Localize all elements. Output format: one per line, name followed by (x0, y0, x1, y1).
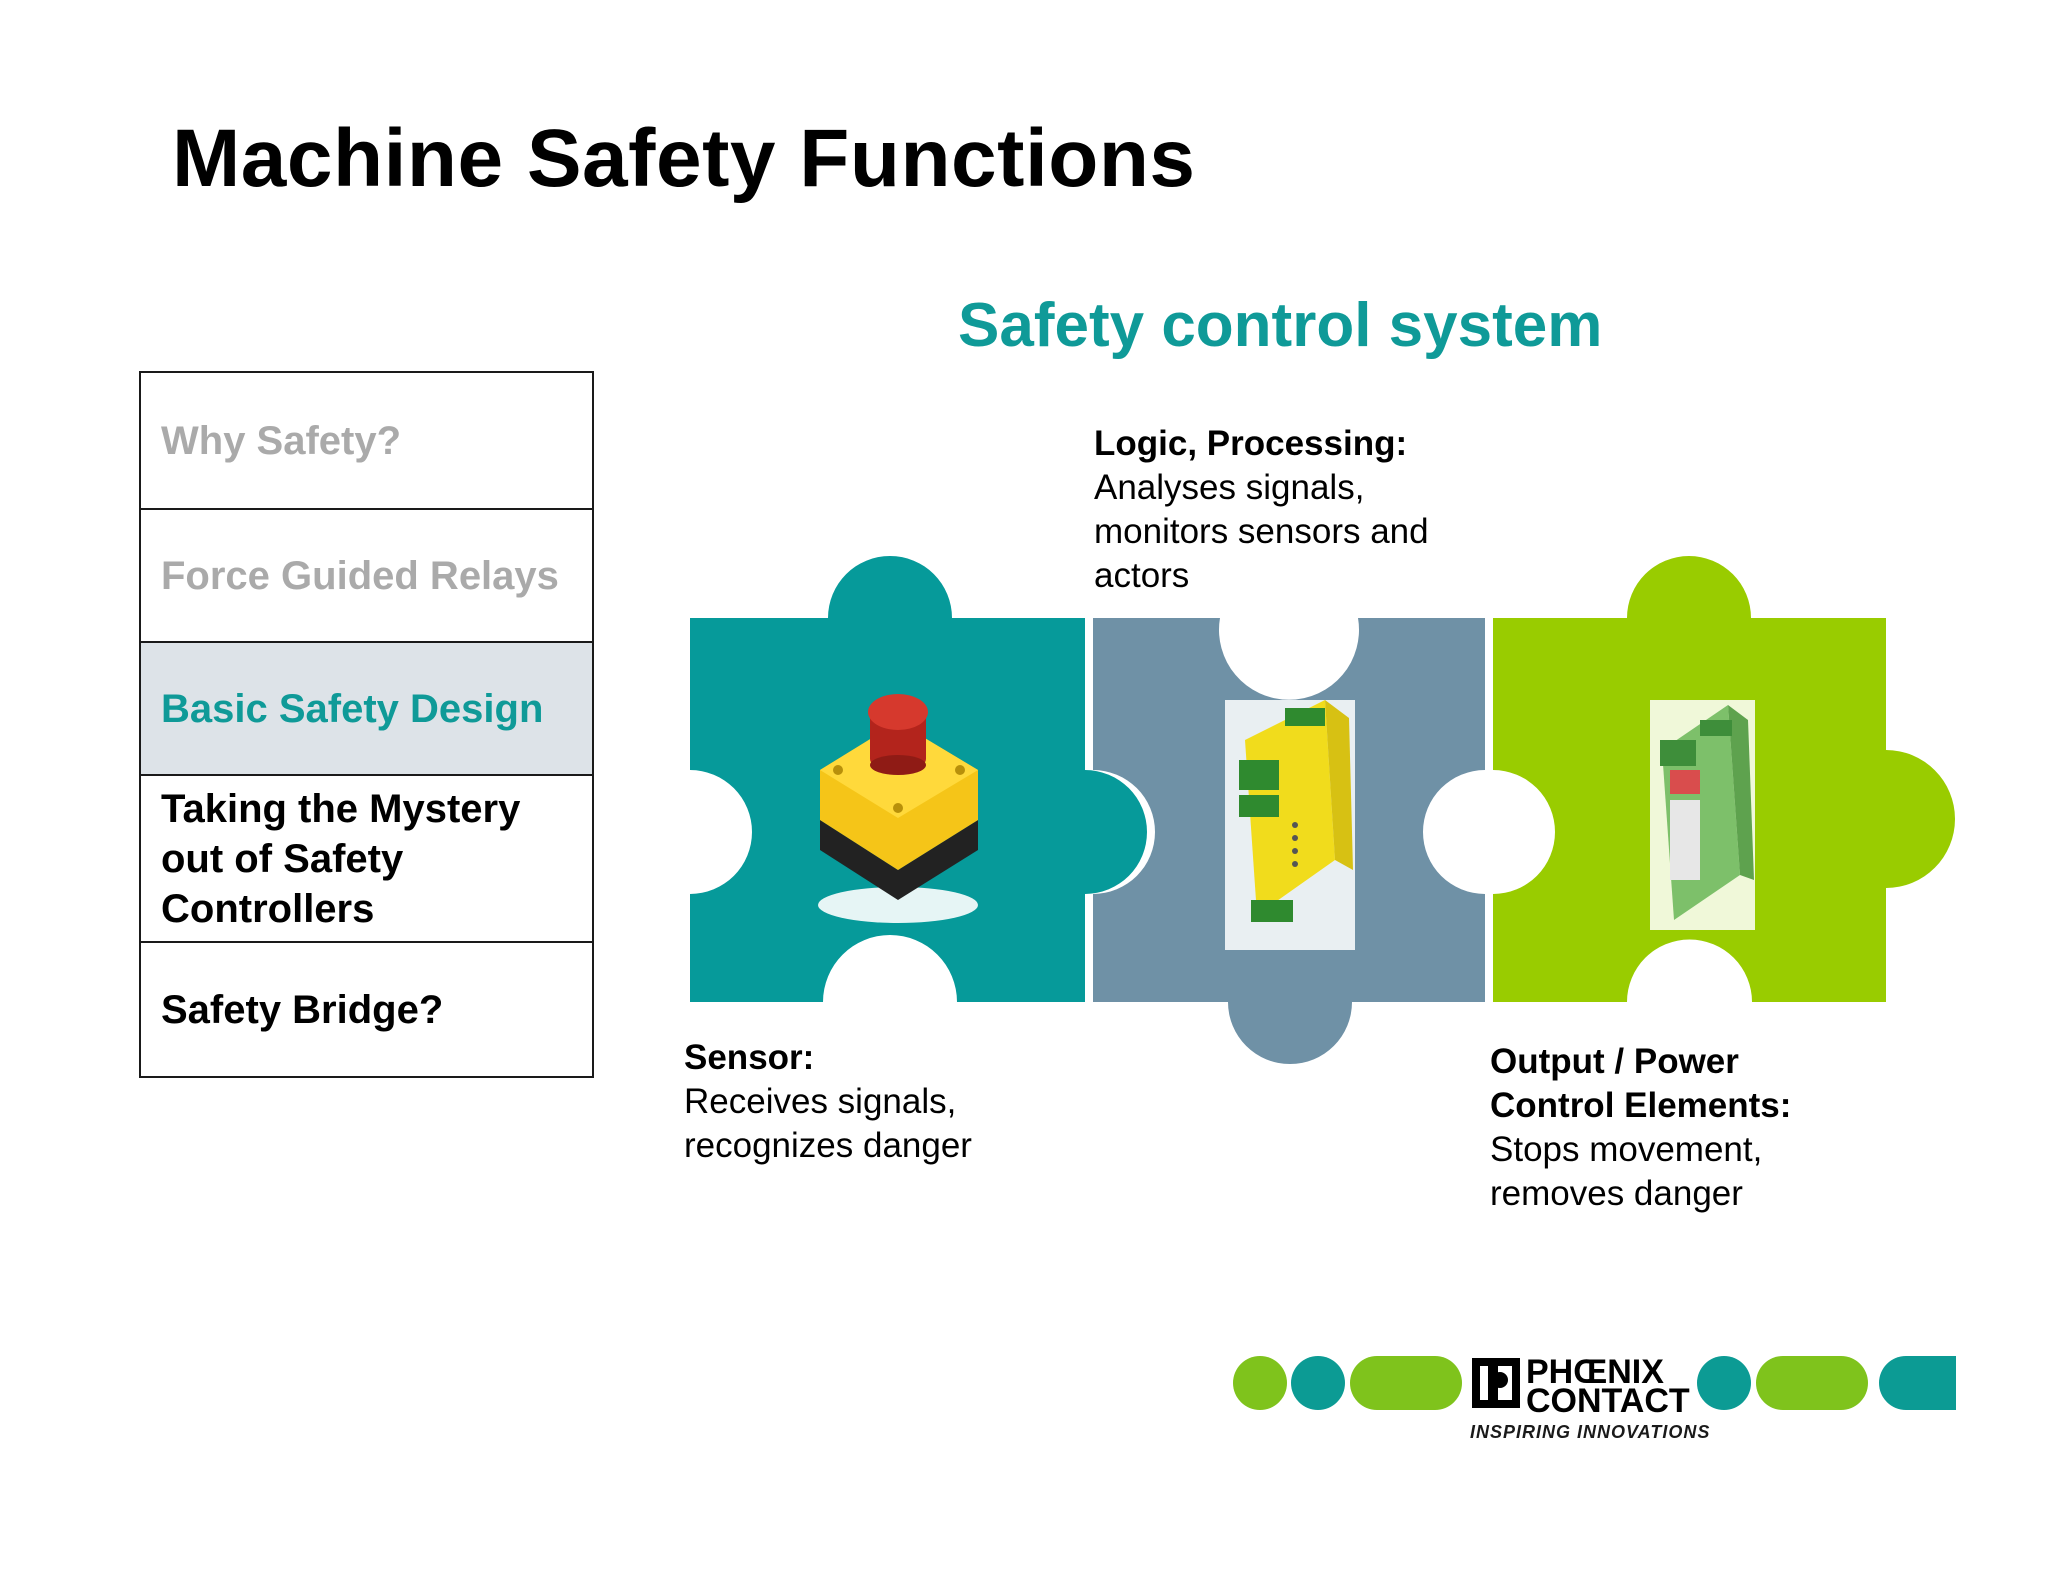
caption-logic: Logic, Processing: Analyses signals, mon… (1094, 422, 1429, 598)
caption-output-line2: removes danger (1490, 1174, 1743, 1213)
puzzle-diagram (690, 555, 1955, 1065)
caption-output-heading2: Control Elements: (1490, 1086, 1792, 1125)
caption-sensor: Sensor: Receives signals, recognizes dan… (684, 1036, 972, 1168)
logo-brand-bottom: CONTACT (1526, 1382, 1690, 1420)
topic-menu: Why Safety? Force Guided Relays Basic Sa… (139, 371, 594, 1078)
caption-sensor-line2: recognizes danger (684, 1126, 972, 1165)
logo-brand-top: PHŒNIX (1526, 1353, 1664, 1391)
emergency-stop-button-icon (818, 694, 978, 923)
caption-output-line1: Stops movement, (1490, 1130, 1763, 1169)
caption-logic-line3: actors (1094, 556, 1190, 595)
caption-output: Output / Power Control Elements: Stops m… (1490, 1040, 1791, 1216)
caption-output-heading1: Output / Power (1490, 1042, 1739, 1081)
menu-item-why-safety[interactable]: Why Safety? (141, 373, 592, 510)
menu-item-safety-bridge[interactable]: Safety Bridge? (161, 987, 444, 1032)
phoenix-contact-logo: PHŒNIX CONTACT INSPIRING INNOVATIONS (1233, 1353, 1956, 1442)
slide-subtitle: Safety control system (958, 291, 1603, 360)
caption-sensor-line1: Receives signals, (684, 1082, 957, 1121)
caption-logic-heading: Logic, Processing: (1094, 424, 1408, 463)
green-power-relay-icon (1650, 700, 1755, 930)
logo-tagline: INSPIRING INNOVATIONS (1470, 1422, 1710, 1442)
menu-item-safety-controllers[interactable]: Taking the Mystery out of Safety Control… (141, 776, 592, 943)
menu-item-basic-safety-design[interactable]: Basic Safety Design (141, 643, 592, 776)
caption-sensor-heading: Sensor: (684, 1038, 815, 1077)
phoenix-mark-icon (1472, 1358, 1520, 1408)
slide-title: Machine Safety Functions (172, 113, 1196, 204)
caption-logic-line2: monitors sensors and (1094, 512, 1429, 551)
caption-logic-line1: Analyses signals, (1094, 468, 1365, 507)
yellow-safety-relay-icon (1225, 700, 1355, 950)
menu-item-force-guided-relays[interactable]: Force Guided Relays (141, 510, 592, 643)
